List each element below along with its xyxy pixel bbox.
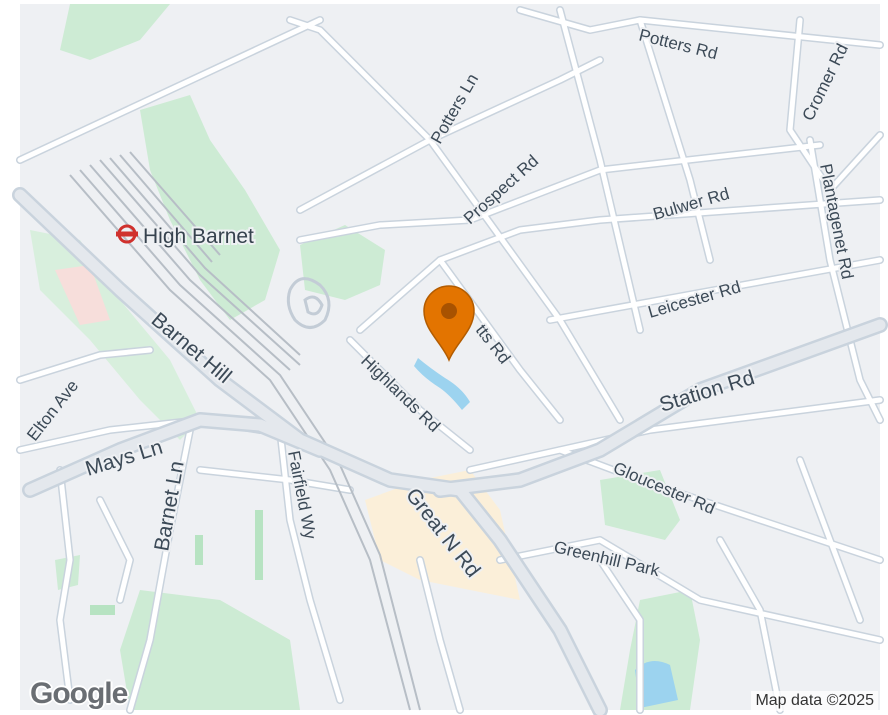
map-attribution[interactable]: Map data ©2025 [751,691,878,711]
map-water [414,358,678,708]
map-minor-roads [16,6,884,714]
location-pin-icon[interactable] [423,285,475,362]
map-commercial [55,265,520,600]
google-logo[interactable]: Google [30,677,128,710]
map-major-roads [12,187,888,715]
station-label: High Barnet [143,225,254,248]
map-roundabout-paths [286,277,331,329]
underground-roundel-icon [116,224,138,244]
station-high-barnet[interactable]: High Barnet [116,223,256,250]
map-railway [69,151,421,711]
